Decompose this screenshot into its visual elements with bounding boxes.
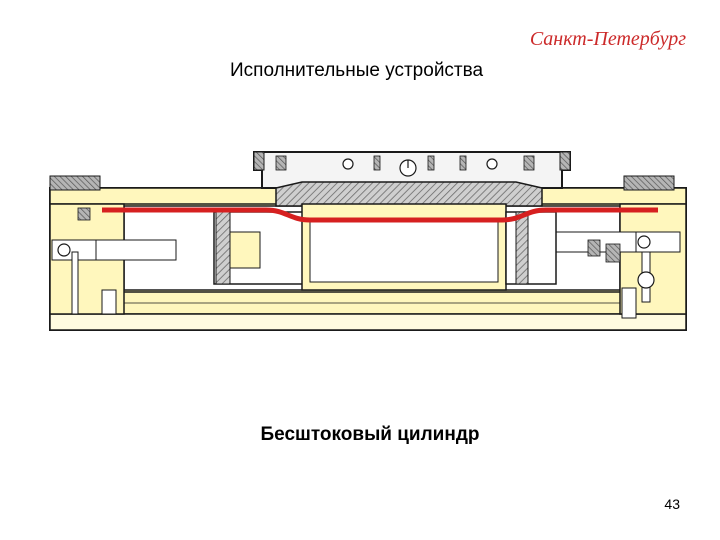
figure-caption: Бесштоковый цилиндр (260, 424, 480, 445)
carriage (253, 151, 571, 207)
right-end-cap (555, 175, 687, 319)
rodless-cylinder-drawing (49, 151, 687, 331)
page-number: 43 (664, 496, 680, 512)
left-end-cap (49, 175, 177, 315)
sealing-band (102, 207, 658, 223)
city-header: Санкт-Петербург (529, 28, 686, 50)
section-title: Исполнительные устройства (230, 60, 484, 81)
piston (213, 203, 601, 291)
